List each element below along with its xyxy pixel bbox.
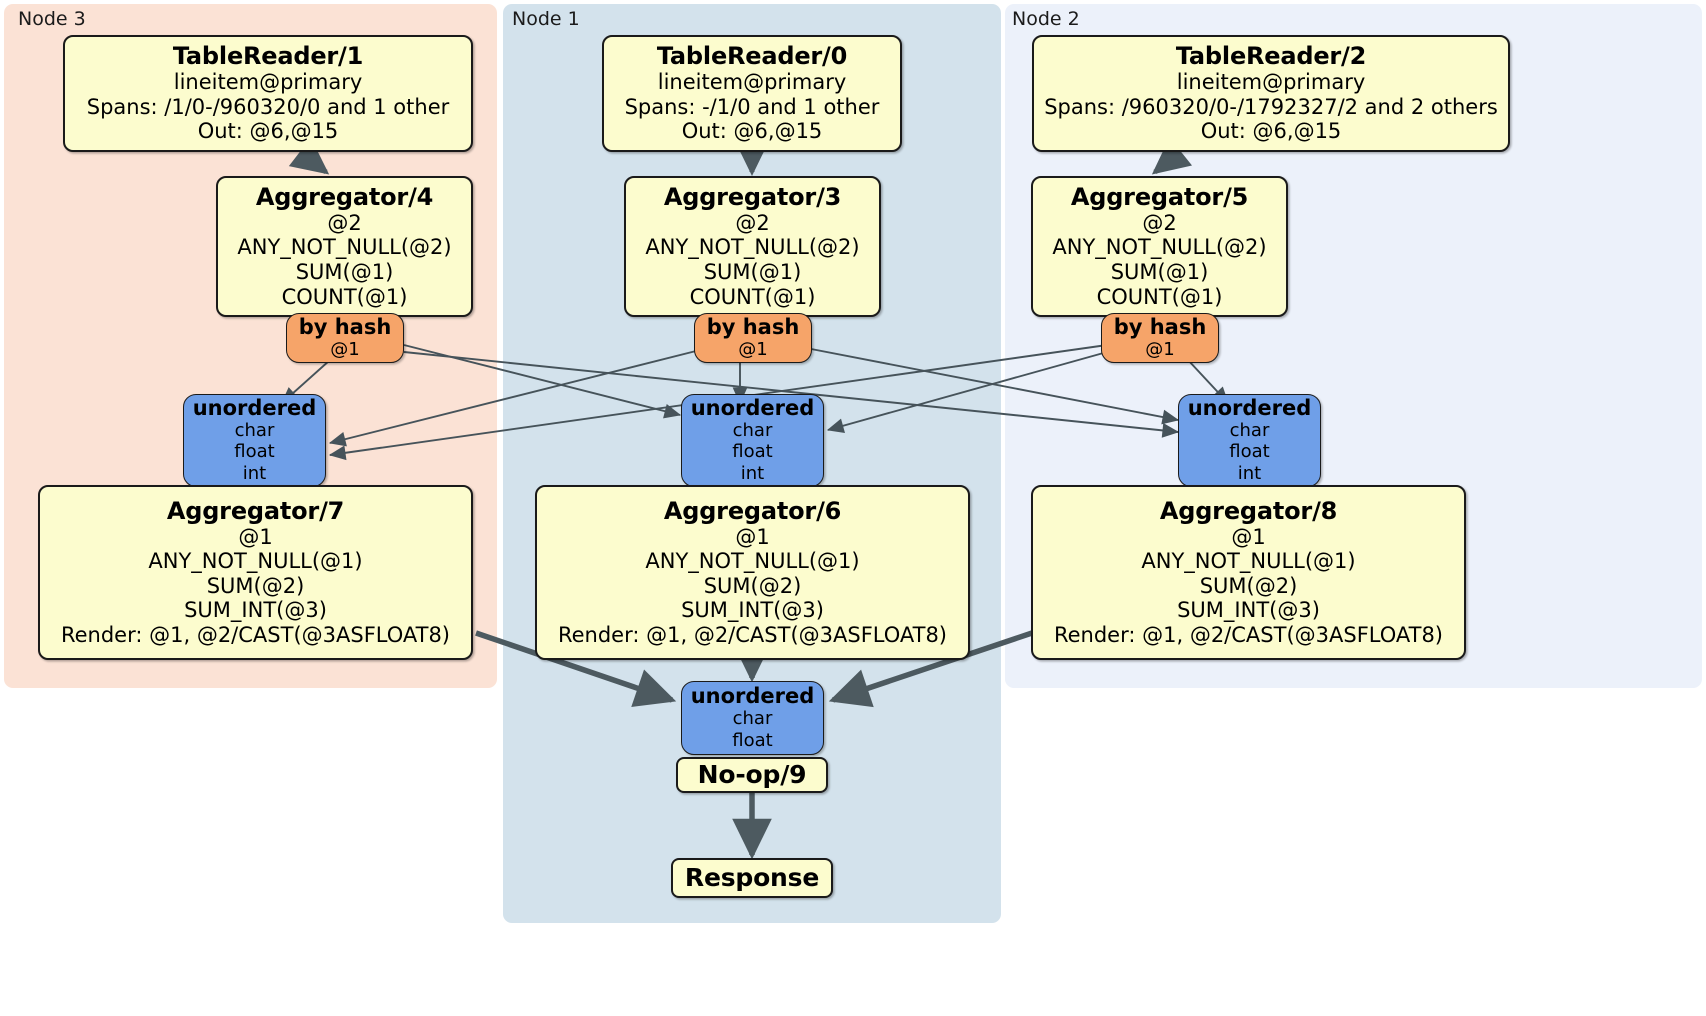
processor-line: COUNT(@1) bbox=[689, 284, 816, 309]
processor-line: SUM(@1) bbox=[703, 259, 802, 284]
processor-line: SUM_INT(@3) bbox=[681, 598, 824, 623]
router-line: @1 bbox=[738, 338, 768, 360]
processor-line: @2 bbox=[735, 210, 770, 235]
synchronizer-line: float bbox=[234, 441, 275, 463]
processor-line: ANY_NOT_NULL(@2) bbox=[645, 235, 860, 260]
synchronizer-title: unordered bbox=[1187, 396, 1312, 421]
synchronizer-unordered-center[interactable]: unordered char float int bbox=[681, 394, 824, 487]
processor-line: @1 bbox=[1231, 524, 1266, 549]
processor-line: COUNT(@1) bbox=[281, 284, 408, 309]
processor-line: ANY_NOT_NULL(@1) bbox=[148, 549, 363, 574]
synchronizer-line: char bbox=[732, 420, 773, 442]
edge-byhash-left-to-unordered-right bbox=[403, 351, 1180, 438]
processor-line: Spans: -/1/0 and 1 other bbox=[624, 94, 880, 119]
processor-noop-9[interactable]: No-op/9 bbox=[676, 757, 828, 793]
synchronizer-line: int bbox=[242, 462, 267, 484]
processor-title: TableReader/0 bbox=[656, 42, 848, 71]
processor-line: SUM(@2) bbox=[703, 573, 802, 598]
edge-byhash-center-to-unordered-left bbox=[328, 349, 701, 447]
processor-line: Out: @6,@15 bbox=[1200, 119, 1342, 144]
node-panel-label-node2: Node 2 bbox=[1012, 8, 1080, 30]
processor-line: lineitem@primary bbox=[1176, 70, 1366, 95]
synchronizer-line: char bbox=[732, 708, 773, 730]
processor-title: Aggregator/6 bbox=[663, 496, 842, 525]
synchronizer-unordered-right[interactable]: unordered char float int bbox=[1178, 394, 1321, 487]
processor-line: SUM(@2) bbox=[206, 573, 305, 598]
processor-title: Aggregator/5 bbox=[1070, 182, 1249, 211]
processor-title: Aggregator/8 bbox=[1159, 496, 1338, 525]
processor-line: Spans: /960320/0-/1792327/2 and 2 others bbox=[1044, 94, 1498, 119]
processor-tablereader-2[interactable]: TableReader/2 lineitem@primary Spans: /9… bbox=[1032, 35, 1510, 152]
processor-line: Render: @1, @2/CAST(@3ASFLOAT8) bbox=[557, 622, 948, 647]
router-by-hash-right[interactable]: by hash @1 bbox=[1101, 313, 1219, 363]
synchronizer-line: char bbox=[234, 420, 275, 442]
processor-line: @1 bbox=[238, 524, 273, 549]
edge-aggregator8-to-unordered-final bbox=[828, 630, 1033, 708]
edge-aggregator7-to-unordered-final bbox=[475, 630, 677, 707]
processor-line: ANY_NOT_NULL(@1) bbox=[645, 549, 860, 574]
synchronizer-line: float bbox=[732, 441, 773, 463]
processor-tablereader-1[interactable]: TableReader/1 lineitem@primary Spans: /1… bbox=[63, 35, 473, 152]
processor-title: TableReader/1 bbox=[172, 42, 364, 71]
synchronizer-unordered-left[interactable]: unordered char float int bbox=[183, 394, 326, 487]
processor-response[interactable]: Response bbox=[671, 858, 833, 898]
node-panel-label-node3: Node 3 bbox=[18, 8, 86, 30]
processor-title: Aggregator/3 bbox=[663, 182, 842, 211]
synchronizer-line: char bbox=[1229, 420, 1270, 442]
processor-line: Render: @1, @2/CAST(@3ASFLOAT8) bbox=[1053, 622, 1444, 647]
processor-line: lineitem@primary bbox=[173, 70, 363, 95]
processor-line: SUM(@1) bbox=[1110, 259, 1209, 284]
processor-line: @2 bbox=[327, 210, 362, 235]
processor-aggregator-4[interactable]: Aggregator/4 @2 ANY_NOT_NULL(@2) SUM(@1)… bbox=[216, 176, 473, 317]
synchronizer-title: unordered bbox=[690, 684, 815, 709]
processor-title: Aggregator/4 bbox=[255, 182, 434, 211]
processor-line: SUM(@2) bbox=[1199, 573, 1298, 598]
processor-title: Response bbox=[684, 863, 820, 892]
processor-line: @1 bbox=[735, 524, 770, 549]
node-panel-label-node1: Node 1 bbox=[512, 8, 580, 30]
processor-title: Aggregator/7 bbox=[166, 496, 345, 525]
processor-line: SUM_INT(@3) bbox=[1177, 598, 1320, 623]
processor-line: ANY_NOT_NULL(@1) bbox=[1141, 549, 1356, 574]
edge-byhash-right-to-unordered-center bbox=[826, 351, 1108, 433]
synchronizer-title: unordered bbox=[690, 396, 815, 421]
router-by-hash-left[interactable]: by hash @1 bbox=[286, 313, 404, 363]
edge-tablereader1-to-aggregator4 bbox=[288, 137, 330, 175]
processor-line: Render: @1, @2/CAST(@3ASFLOAT8) bbox=[60, 622, 451, 647]
processor-line: ANY_NOT_NULL(@2) bbox=[1052, 235, 1267, 260]
processor-line: Out: @6,@15 bbox=[681, 119, 823, 144]
processor-title: No-op/9 bbox=[697, 760, 807, 789]
processor-line: @2 bbox=[1142, 210, 1177, 235]
synchronizer-title: unordered bbox=[192, 396, 317, 421]
processor-aggregator-3[interactable]: Aggregator/3 @2 ANY_NOT_NULL(@2) SUM(@1)… bbox=[624, 176, 881, 317]
processor-line: Out: @6,@15 bbox=[197, 119, 339, 144]
router-title: by hash bbox=[298, 314, 392, 339]
router-title: by hash bbox=[706, 314, 800, 339]
synchronizer-line: int bbox=[740, 462, 765, 484]
processor-aggregator-6[interactable]: Aggregator/6 @1 ANY_NOT_NULL(@1) SUM(@2)… bbox=[535, 485, 970, 660]
processor-line: Spans: /1/0-/960320/0 and 1 other bbox=[86, 94, 450, 119]
processor-aggregator-7[interactable]: Aggregator/7 @1 ANY_NOT_NULL(@1) SUM(@2)… bbox=[38, 485, 473, 660]
processor-line: lineitem@primary bbox=[657, 70, 847, 95]
processor-line: SUM(@1) bbox=[295, 259, 394, 284]
edge-tablereader2-to-aggregator5 bbox=[1151, 137, 1193, 175]
router-line: @1 bbox=[1145, 338, 1175, 360]
processor-line: ANY_NOT_NULL(@2) bbox=[237, 235, 452, 260]
processor-tablereader-0[interactable]: TableReader/0 lineitem@primary Spans: -/… bbox=[602, 35, 902, 152]
processor-aggregator-8[interactable]: Aggregator/8 @1 ANY_NOT_NULL(@1) SUM(@2)… bbox=[1031, 485, 1466, 660]
router-by-hash-center[interactable]: by hash @1 bbox=[694, 313, 812, 363]
router-line: @1 bbox=[330, 338, 360, 360]
processor-aggregator-5[interactable]: Aggregator/5 @2 ANY_NOT_NULL(@2) SUM(@1)… bbox=[1031, 176, 1288, 317]
router-title: by hash bbox=[1113, 314, 1207, 339]
processor-line: COUNT(@1) bbox=[1096, 284, 1223, 309]
processor-title: TableReader/2 bbox=[1175, 42, 1367, 71]
synchronizer-line: float bbox=[732, 729, 773, 751]
synchronizer-unordered-final[interactable]: unordered char float bbox=[681, 681, 824, 755]
processor-line: SUM_INT(@3) bbox=[184, 598, 327, 623]
synchronizer-line: float bbox=[1229, 441, 1270, 463]
synchronizer-line: int bbox=[1237, 462, 1262, 484]
